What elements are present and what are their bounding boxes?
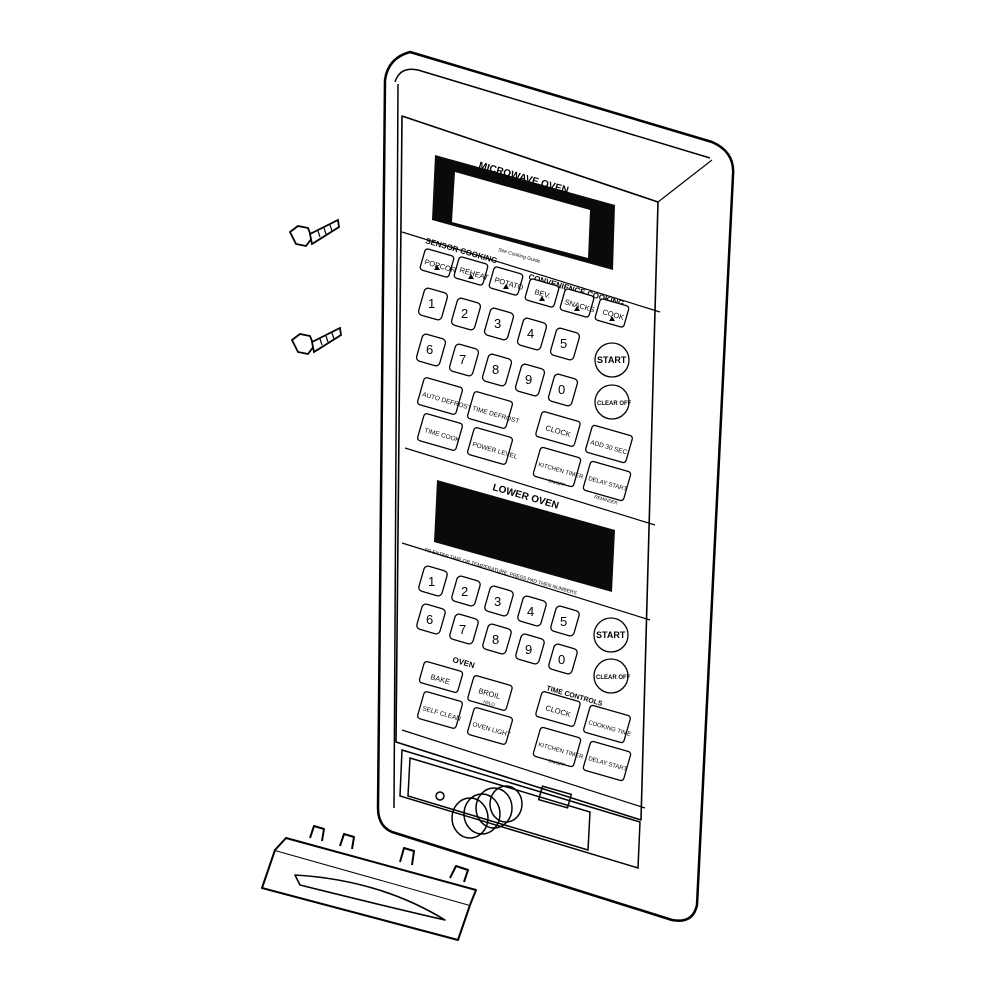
oven-start-button[interactable]: START	[593, 617, 629, 653]
mw-number-6[interactable]: 6	[415, 333, 447, 367]
cooking-time-button[interactable]: COOKING TIME	[583, 704, 632, 744]
screw-icon	[290, 326, 342, 355]
time-cook-button[interactable]: TIME COOK	[416, 413, 464, 451]
oven-number-1-label: 1	[428, 574, 435, 589]
oven-number-1[interactable]: 1	[418, 565, 448, 597]
mw-number-9[interactable]: 9	[514, 363, 546, 397]
snacks-button[interactable]: SNACKS	[559, 288, 596, 318]
mw-number-5-label: 5	[560, 336, 567, 351]
oven-number-4[interactable]: 4	[517, 595, 547, 627]
beverage-label: BEV.	[533, 287, 551, 300]
oven-number-2[interactable]: 2	[451, 575, 481, 607]
mw-start-label: START	[597, 355, 627, 365]
mw-number-1[interactable]: 1	[417, 287, 449, 321]
oven-clear-off-button[interactable]: CLEAR OFF	[593, 658, 631, 694]
potato-button[interactable]: POTATO	[488, 266, 525, 296]
oven-number-3[interactable]: 3	[484, 585, 514, 617]
cover-clip-icon	[261, 825, 477, 941]
oven-clock-button[interactable]: CLOCK	[535, 691, 581, 727]
oven-clear-off-label: CLEAR OFF	[596, 675, 631, 681]
lower-oven-keypad: 1 2 3 4 5 6 7 8 9 0 START CLEAR OFF	[416, 565, 631, 694]
mw-number-9-label: 9	[525, 372, 532, 387]
reheat-button[interactable]: REHEAT	[453, 256, 490, 286]
section-dividers	[401, 231, 661, 809]
microwave-display	[432, 155, 615, 270]
power-level-button[interactable]: POWER LEVEL	[466, 427, 519, 465]
add-30-sec-button[interactable]: ADD 30 SEC	[585, 424, 633, 464]
mw-clock-button[interactable]: CLOCK	[535, 411, 581, 447]
mw-delay-start-sub: REMINDER	[594, 494, 619, 506]
popcorn-button[interactable]: POPCORN	[419, 248, 463, 278]
oven-number-0-label: 0	[558, 652, 565, 667]
oven-number-5[interactable]: 5	[550, 605, 580, 637]
mw-number-0-label: 0	[558, 382, 565, 397]
oven-number-9-label: 9	[525, 642, 532, 657]
oven-light-button[interactable]: OVEN LIGHT	[466, 707, 514, 745]
oven-start-label: START	[596, 630, 626, 640]
oven-number-7-label: 7	[459, 622, 466, 637]
oven-delay-start-button[interactable]: DELAY START	[582, 740, 632, 782]
oven-number-2-label: 2	[461, 584, 468, 599]
oven-kitchen-timer-sub: ON/OFF	[548, 758, 566, 768]
time-defrost-button[interactable]: TIME DEFROST	[466, 391, 520, 429]
microwave-keypad: POPCORN REHEAT POTATO BEV. SNACKS COOK	[415, 248, 633, 506]
mw-number-2-label: 2	[461, 306, 468, 321]
mw-kitchen-timer-sub: ON/OFF	[548, 478, 566, 488]
beverage-button[interactable]: BEV.	[524, 278, 560, 308]
mw-number-3[interactable]: 3	[483, 307, 515, 341]
oven-number-5-label: 5	[560, 614, 567, 629]
mw-number-8[interactable]: 8	[481, 353, 513, 387]
mw-clear-off-label: CLEAR OFF	[597, 401, 632, 407]
lower-oven-display	[434, 480, 615, 592]
mw-number-0[interactable]: 0	[547, 373, 579, 407]
cook-button[interactable]: COOK	[594, 298, 630, 328]
bake-button[interactable]: BAKE	[418, 660, 464, 694]
oven-number-8[interactable]: 8	[482, 623, 512, 655]
mw-number-5[interactable]: 5	[549, 327, 581, 361]
oven-number-8-label: 8	[492, 632, 499, 647]
mw-number-3-label: 3	[494, 316, 501, 331]
screw-icon	[288, 218, 340, 247]
oven-number-6-label: 6	[426, 612, 433, 627]
mw-number-4[interactable]: 4	[516, 317, 548, 351]
mw-number-4-label: 4	[527, 326, 534, 341]
broil-sub: HI/LO	[483, 699, 496, 707]
oven-number-6[interactable]: 6	[416, 603, 446, 635]
mw-number-6-label: 6	[426, 342, 433, 357]
auto-defrost-button[interactable]: AUTO DEFROST	[416, 377, 472, 415]
oven-number-7[interactable]: 7	[449, 613, 479, 645]
mw-number-8-label: 8	[492, 362, 499, 377]
oven-number-3-label: 3	[494, 594, 501, 609]
self-clean-button[interactable]: SELF CLEAN	[416, 691, 464, 729]
mw-start-button[interactable]: START	[594, 342, 630, 378]
oven-number-9[interactable]: 9	[515, 633, 545, 665]
mw-number-7[interactable]: 7	[448, 343, 480, 377]
mw-number-1-label: 1	[428, 296, 435, 311]
mw-clear-off-button[interactable]: CLEAR OFF	[594, 384, 632, 420]
oven-number-0[interactable]: 0	[548, 643, 578, 675]
oven-number-4-label: 4	[527, 604, 534, 619]
mw-number-2[interactable]: 2	[450, 297, 482, 331]
connector-opening	[399, 749, 641, 869]
mw-number-7-label: 7	[459, 352, 466, 367]
